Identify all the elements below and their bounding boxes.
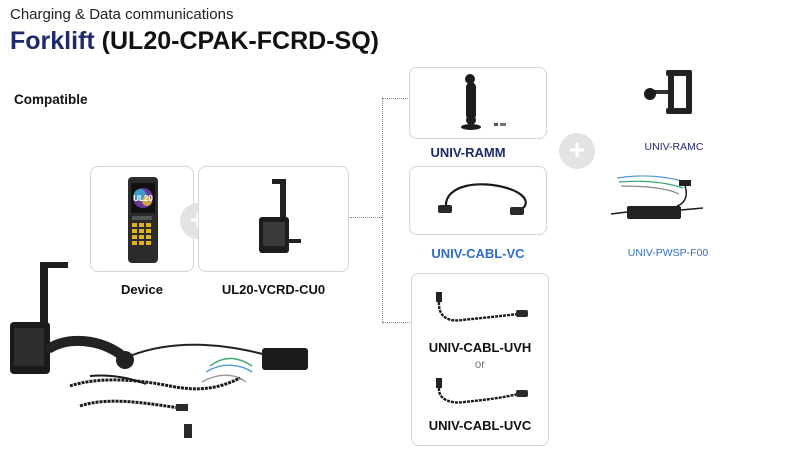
device-card[interactable]: UL20 [90, 166, 194, 272]
page-title: Forklift (UL20-CPAK-FCRD-SQ) [10, 27, 379, 56]
cabl-uvc-image [436, 378, 528, 404]
cabl-uvc-label: UNIV-CABL-UVC [428, 418, 532, 433]
title-code: (UL20-CPAK-FCRD-SQ) [101, 27, 379, 55]
ramm-label: UNIV-RAMM [430, 145, 506, 160]
cabl-vc-image [438, 183, 527, 215]
page-subtitle: Charging & Data communications [10, 6, 234, 23]
pwsp-image [610, 175, 704, 219]
device-label: Device [121, 282, 163, 297]
cabl-uvh-label: UNIV-CABL-UVH [428, 340, 532, 355]
ramc-label: UNIV-RAMC [644, 141, 704, 153]
cabl-vc-label: UNIV-CABL-VC [431, 246, 525, 261]
kit-assembly-image [10, 262, 308, 438]
or-text: or [474, 359, 486, 371]
ramc-image [644, 70, 692, 114]
cradle-label: UL20-VCRD-CU0 [221, 282, 326, 297]
cabl-uvh-image [436, 292, 528, 322]
connector-line [382, 98, 408, 99]
connector-line [382, 322, 410, 323]
device-image: UL20 [128, 177, 158, 263]
connector-line [382, 98, 383, 322]
plus-icon: + [559, 133, 595, 169]
section-label-compatible: Compatible [14, 92, 88, 107]
ramm-image [461, 74, 506, 130]
connector-line [350, 217, 382, 218]
pwsp-label: UNIV-PWSP-F00 [627, 247, 709, 259]
cradle-card[interactable] [198, 166, 349, 272]
cabl-uvh-uvc-card[interactable] [411, 273, 549, 446]
title-main: Forklift [10, 27, 95, 55]
device-screen-text: UL20 [133, 194, 153, 203]
cabl-vc-card[interactable] [409, 166, 547, 235]
cradle-image [259, 179, 301, 253]
ramm-card[interactable] [409, 67, 547, 139]
